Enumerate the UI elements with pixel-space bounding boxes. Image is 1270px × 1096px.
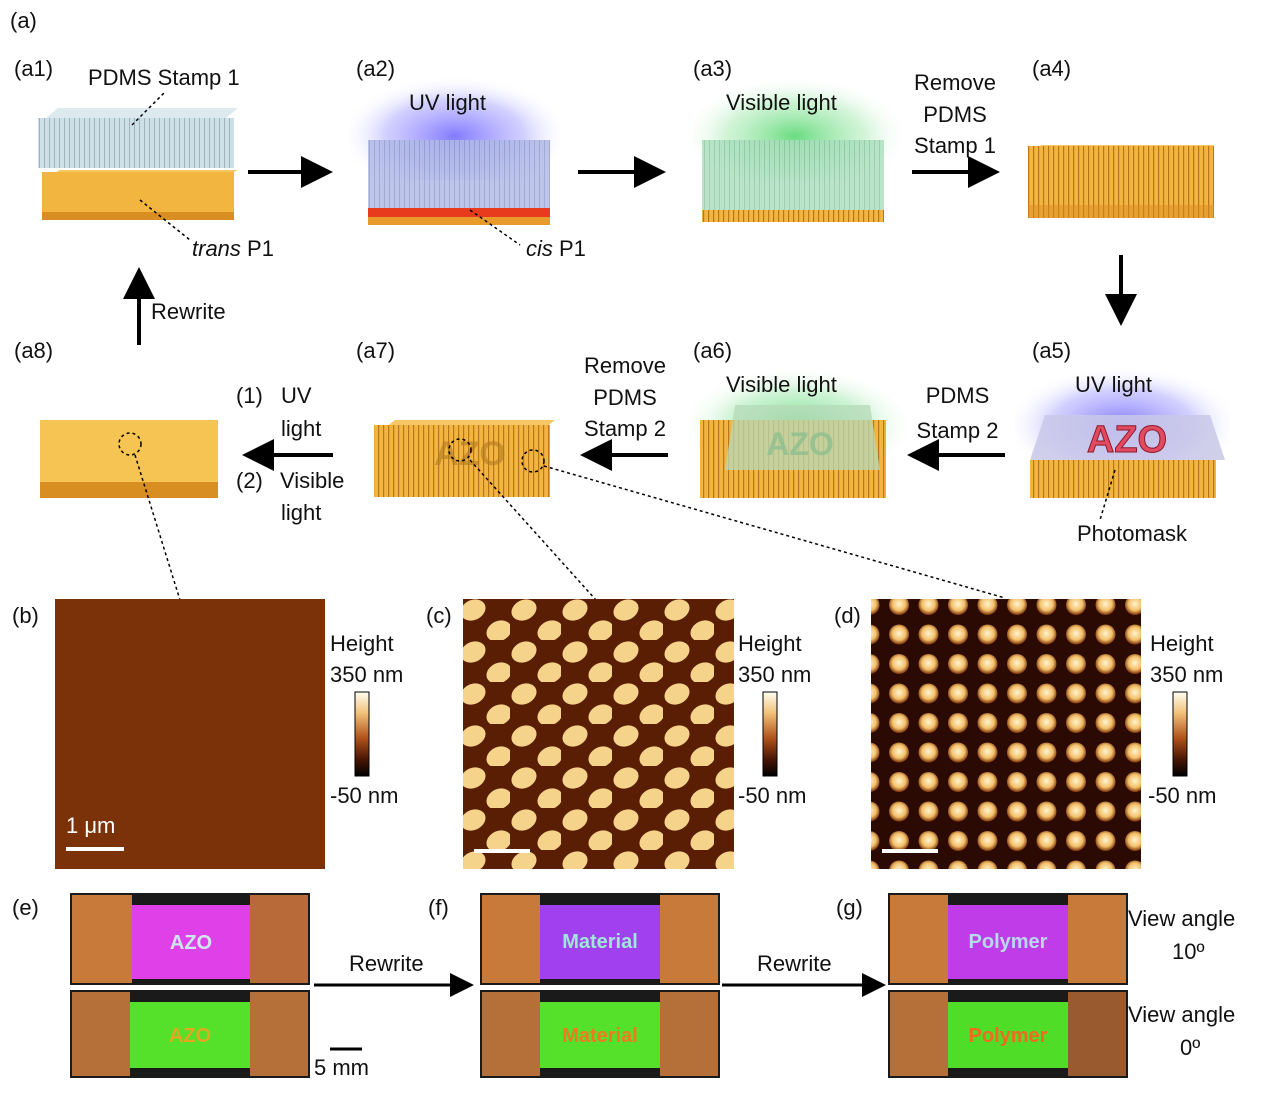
label-step1-num: (1) <box>236 383 263 408</box>
label-p1-cis: P1 <box>552 236 586 261</box>
label-photomask: Photomask <box>1077 521 1188 546</box>
photo-word-f-bottom: Material <box>562 1025 638 1047</box>
block-a1 <box>38 91 238 241</box>
label-pdms-3: PDMS <box>593 385 657 410</box>
afm-min-c: -50 nm <box>738 783 807 808</box>
photo-word-e-top: AZO <box>170 932 212 954</box>
block-a3 <box>690 70 900 222</box>
label-photo-scale: 5 mm <box>314 1055 369 1080</box>
label-remove-1: Remove <box>914 70 996 95</box>
photo-g-top <box>888 893 1128 985</box>
afm-image-b <box>55 599 325 869</box>
label-angle-10: 10º <box>1172 939 1205 964</box>
label-view-angle-top: View angle <box>1128 906 1236 931</box>
label-step2-light: light <box>281 500 322 525</box>
photo-word-e-bottom: AZO <box>169 1025 211 1047</box>
afm-scale-label-b: 1 μm <box>66 813 116 838</box>
a7-pattern-text: AZO <box>434 435 506 473</box>
label-pdms-2: PDMS <box>925 383 990 408</box>
colorbar-c <box>762 691 778 777</box>
afm-max-d: 350 nm <box>1150 662 1224 687</box>
label-stamp1: Stamp 1 <box>914 133 996 158</box>
panel-label-a8: (a8) <box>14 338 54 363</box>
colorbar-d <box>1172 691 1188 777</box>
photo-word-g-top: Polymer <box>969 931 1048 953</box>
label-cis-p1: cis P1 <box>526 238 586 260</box>
block-a6: AZO <box>690 360 905 498</box>
photo-word-g-bottom: Polymer <box>969 1025 1048 1047</box>
panel-label-a: (a) <box>10 8 37 33</box>
label-cis: cis <box>526 236 553 261</box>
photo-e-bottom <box>70 990 310 1078</box>
afm-image-c <box>463 599 734 869</box>
photo-f-bottom <box>480 990 720 1078</box>
panel-label-f: (f) <box>428 895 449 920</box>
panel-label-b: (b) <box>12 603 39 628</box>
label-stamp2-a: Stamp 2 <box>916 418 999 443</box>
label-rewrite-top: Rewrite <box>151 299 226 324</box>
photo-g-bottom <box>888 990 1128 1078</box>
photo-e-top <box>70 893 310 985</box>
block-a5: AZO <box>1015 360 1230 521</box>
label-trans-p1: trans P1 <box>192 238 274 260</box>
label-stamp2-b: Stamp 2 <box>584 416 666 441</box>
label-angle-0: 0º <box>1180 1035 1201 1060</box>
afm-min-b: -50 nm <box>330 783 399 808</box>
label-rewrite-fg: Rewrite <box>757 951 832 976</box>
label-step1-light: light <box>281 416 322 441</box>
panel-label-a5: (a5) <box>1032 338 1072 363</box>
label-remove-2: Remove <box>584 353 666 378</box>
afm-height-title-b: Height <box>330 631 394 656</box>
panel-label-a6: (a6) <box>693 338 733 363</box>
label-visible-light-a3: Visible light <box>726 90 837 115</box>
panel-label-a1: (a1) <box>14 56 54 81</box>
label-pdms-1: PDMS <box>923 102 987 127</box>
label-view-angle-bottom: View angle <box>1128 1002 1236 1027</box>
a6-mask-text: AZO <box>766 426 834 462</box>
label-uv-light-a2: UV light <box>409 90 487 115</box>
label-step1-uv: UV <box>281 383 312 408</box>
block-a4 <box>1028 145 1214 218</box>
label-step2-num: (2) <box>236 468 263 493</box>
label-step2-visible: Visible <box>280 468 345 493</box>
afm-max-b: 350 nm <box>330 662 404 687</box>
afm-height-title-c: Height <box>738 631 802 656</box>
label-p1: P1 <box>240 236 274 261</box>
photomask-text: AZO <box>1087 419 1167 461</box>
panel-label-c: (c) <box>426 603 452 628</box>
block-a8 <box>40 420 218 601</box>
label-pdms-stamp-1: PDMS Stamp 1 <box>88 65 240 90</box>
afm-min-d: -50 nm <box>1148 783 1217 808</box>
block-a2 <box>350 70 560 246</box>
afm-max-c: 350 nm <box>738 662 812 687</box>
label-uv-light-a5: UV light <box>1075 372 1153 397</box>
panel-label-a7: (a7) <box>356 338 396 363</box>
label-trans: trans <box>192 236 241 261</box>
panel-label-d: (d) <box>834 603 861 628</box>
panel-label-a3: (a3) <box>693 56 733 81</box>
panel-label-a4: (a4) <box>1032 56 1072 81</box>
label-visible-light-a6: Visible light <box>726 372 837 397</box>
panel-label-g: (g) <box>836 895 863 920</box>
colorbar-b <box>354 691 370 777</box>
panel-label-a2: (a2) <box>356 56 396 81</box>
block-a7: AZO <box>374 420 1006 601</box>
panel-label-e: (e) <box>12 895 39 920</box>
afm-height-title-d: Height <box>1150 631 1214 656</box>
photo-word-f-top: Material <box>562 931 638 953</box>
afm-image-d <box>871 599 1141 869</box>
photo-f-top <box>480 893 720 985</box>
label-rewrite-ef: Rewrite <box>349 951 424 976</box>
